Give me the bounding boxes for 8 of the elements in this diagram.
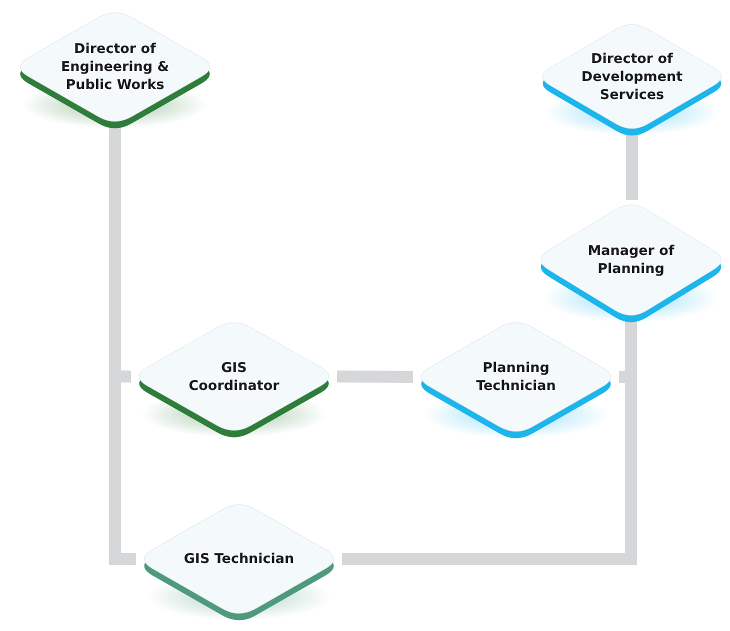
connector-line [626, 133, 638, 200]
connector-line [336, 370, 414, 383]
role-title: Planning Technician [475, 359, 557, 395]
role-title: GIS Technician [182, 550, 296, 568]
role-title: Director of Engineering & Public Works [60, 40, 170, 94]
role-title: GIS Coordinator [188, 358, 280, 394]
role-title: Director of Development Services [580, 50, 684, 104]
role-title: Manager of Planning [586, 242, 676, 278]
